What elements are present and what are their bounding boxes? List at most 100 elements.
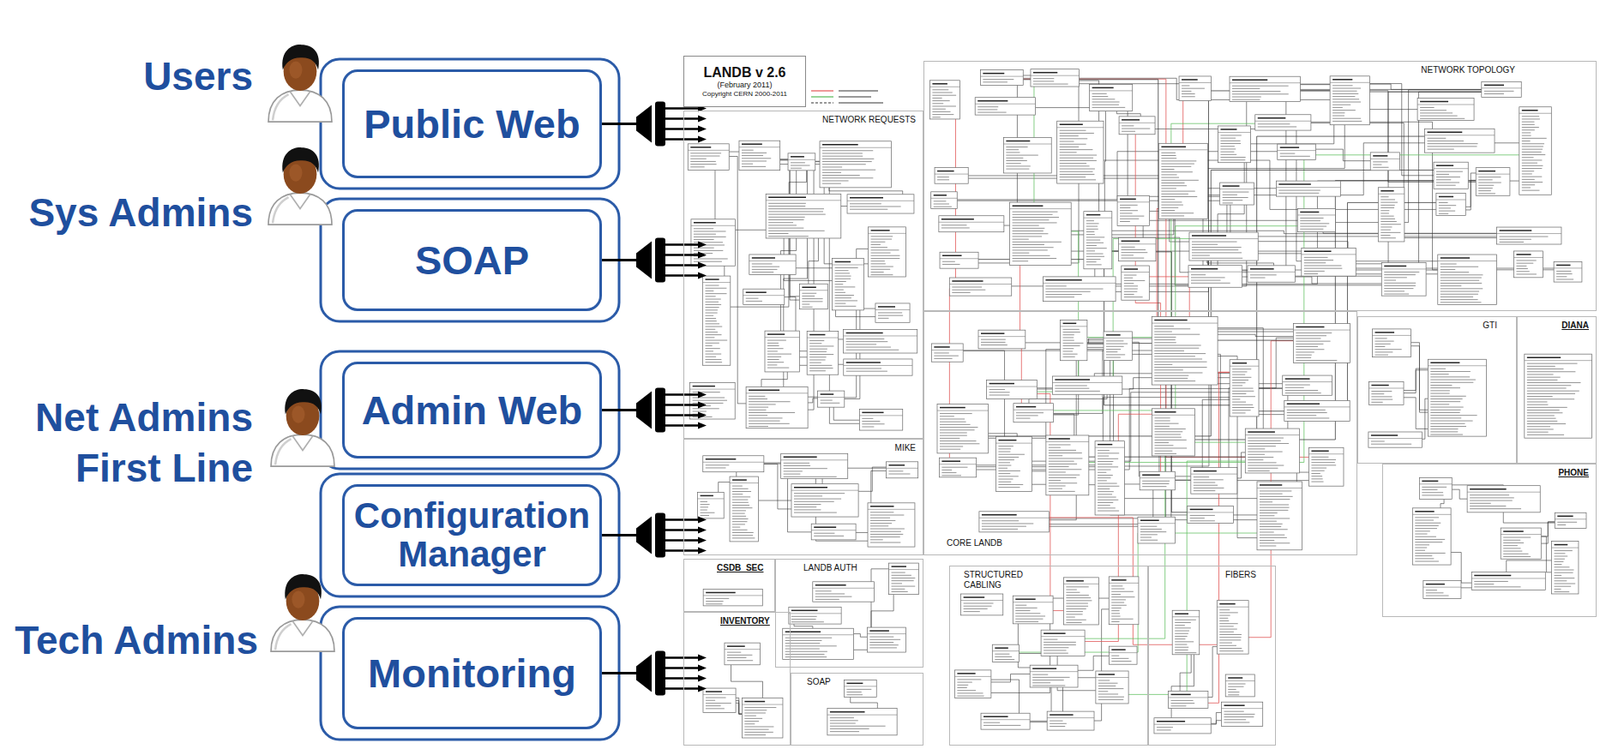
table-divider: [1293, 330, 1350, 331]
schema-table: [1083, 211, 1113, 270]
table-row-mark: [1154, 426, 1170, 428]
table-row-mark: [977, 112, 1006, 114]
table-row-mark: [1375, 351, 1394, 353]
table-row-mark: [1311, 468, 1327, 470]
plug-pin-head: [697, 685, 707, 693]
table-row-mark: [1414, 528, 1438, 530]
table-row-mark: [1174, 644, 1187, 646]
table-row-mark: [1257, 126, 1297, 127]
table-row-mark: [741, 150, 754, 151]
table-row-mark: [741, 163, 753, 165]
table-row-mark: [1005, 168, 1029, 170]
table-row-mark: [1380, 226, 1392, 228]
table-row-mark: [933, 355, 959, 357]
table-name-mark: [1304, 251, 1332, 253]
plug-pin-head: [697, 402, 707, 410]
table-row-mark: [705, 464, 730, 466]
table-row-mark: [705, 315, 715, 317]
table-row-mark: [1181, 93, 1196, 95]
table-row-mark: [1005, 160, 1027, 162]
table-row-mark: [767, 345, 780, 347]
schema-table: [1436, 193, 1466, 217]
table-divider: [929, 86, 960, 88]
table-row-mark: [1193, 485, 1218, 487]
table-row-mark: [1106, 343, 1128, 345]
table-row-mark: [744, 715, 756, 717]
table-row-mark: [801, 298, 823, 300]
table-row-mark: [989, 394, 1011, 396]
table-row-mark: [1257, 123, 1291, 125]
table-row-mark: [793, 506, 817, 508]
table-name-mark: [705, 691, 722, 693]
relation-line: [1403, 397, 1428, 430]
table-row-mark: [705, 603, 722, 605]
table-row-mark: [977, 108, 998, 110]
table-row-mark: [700, 512, 716, 514]
table-name-mark: [744, 701, 765, 704]
table-row-mark: [1527, 382, 1582, 384]
table-row-mark: [1521, 173, 1533, 175]
table-row-mark: [1063, 329, 1080, 331]
table-row-mark: [1059, 174, 1095, 175]
table-row-mark: [705, 467, 727, 469]
relation-line: [829, 187, 903, 195]
table-row-mark: [1521, 176, 1542, 178]
table-name-mark: [963, 596, 986, 599]
table-row-mark: [1278, 192, 1319, 194]
table-row-mark: [1220, 148, 1236, 150]
table-row-mark: [1425, 595, 1450, 597]
table-row-mark: [1527, 415, 1555, 416]
table-name-mark: [783, 457, 818, 459]
table-row-mark: [941, 472, 957, 474]
table-frame: [703, 688, 736, 713]
table-row-mark: [1375, 337, 1388, 339]
table-row-mark: [1232, 90, 1281, 92]
plug-pin-head: [697, 665, 707, 673]
table-row-mark: [1250, 274, 1277, 276]
table-row-mark: [748, 401, 790, 403]
legend-text-mark: [838, 102, 884, 104]
schema-table: [1117, 195, 1149, 226]
table-name-mark: [809, 334, 825, 337]
table-row-mark: [982, 81, 1008, 83]
table-row-mark: [1332, 118, 1361, 120]
table-name-mark: [1556, 264, 1570, 267]
table-name-mark: [1097, 444, 1113, 446]
table-row-mark: [1232, 396, 1256, 397]
table-row-mark: [727, 652, 741, 654]
table-row-mark: [768, 219, 804, 221]
table-row-mark: [751, 266, 780, 268]
table-row-mark: [1440, 274, 1484, 276]
table-row-mark: [1375, 354, 1389, 356]
table-row-mark: [951, 289, 986, 291]
table-frame: [1277, 144, 1317, 160]
table-row-mark: [1430, 412, 1460, 414]
table-name-mark: [732, 479, 747, 482]
table-row-mark: [1059, 160, 1097, 162]
schema-table: [1471, 571, 1546, 590]
table-frame: [1117, 195, 1149, 226]
table-row-mark: [1478, 192, 1496, 194]
table-row-mark: [1430, 423, 1465, 425]
title-text: Copyright CERN 2000-2011: [702, 90, 788, 98]
table-row-mark: [1012, 222, 1058, 223]
table-divider: [1003, 144, 1052, 145]
table-row-mark: [793, 493, 845, 494]
table-row-mark: [1048, 455, 1063, 457]
table-row-mark: [1065, 589, 1077, 591]
table-name-mark: [1427, 132, 1463, 134]
legend-text-mark: [838, 96, 872, 98]
table-row-mark: [1232, 409, 1251, 411]
table-row-mark: [1419, 118, 1465, 120]
table-row-mark: [1219, 623, 1238, 625]
table-row-mark: [830, 726, 886, 728]
table-row-mark: [1048, 444, 1071, 446]
table-name-mark: [1280, 146, 1300, 149]
table-row-mark: [1193, 490, 1216, 492]
table-row-mark: [1554, 566, 1570, 568]
region-heading: NETWORK REQUESTS: [820, 114, 918, 126]
table-row-mark: [891, 575, 912, 577]
region-heading: NETWORK TOPOLOGY: [1419, 65, 1517, 76]
table-row-mark: [1383, 290, 1405, 292]
table-row-mark: [692, 400, 728, 402]
